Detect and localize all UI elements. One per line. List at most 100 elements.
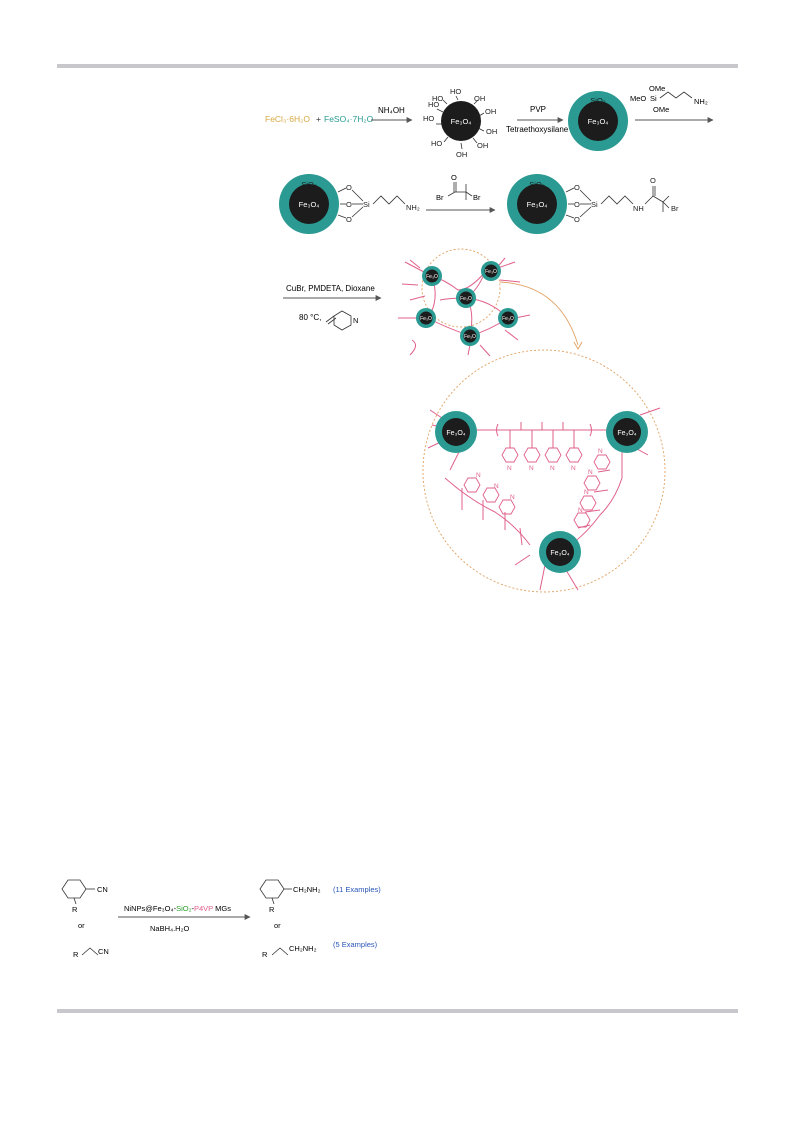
zoom-particle-labels: Fe₃O₄ Fe₃O₄ Fe₃O₄ (446, 430, 636, 557)
n-label: N (578, 507, 583, 514)
br-label: Br (473, 193, 481, 202)
top-rule (57, 64, 738, 68)
step2-arrow: PVP Tetraethoxysilane (506, 105, 569, 134)
ome-label: OMe (649, 84, 665, 93)
nh2-label: NH₂ (406, 203, 420, 212)
network-particle-labels: Fe₃O Fe₃O Fe₃O Fe₃O Fe₃O Fe₃O (420, 269, 514, 340)
initiator-functionalized-particle: SiO₂ Fe₃O₄ O O O Si NH O Br (507, 174, 679, 234)
core-label: Fe₃O (485, 269, 497, 275)
network-particles (416, 261, 518, 346)
o-label: O (346, 200, 352, 209)
zoom-circle-large (422, 349, 666, 593)
core-label: Fe₃O₄ (588, 117, 609, 126)
temperature-label: 80 °C, (299, 313, 321, 322)
core-label: Fe₃O₄ (617, 430, 636, 437)
core-label: Fe₃O₄ (550, 550, 569, 557)
ho-label: HO (428, 100, 439, 109)
fecl3-label: FeCl₃·6H₂O (265, 114, 310, 124)
bottom-rule (57, 1009, 738, 1013)
o-label: O (346, 215, 352, 224)
oh-label: OH (456, 150, 467, 159)
n-label: N (494, 483, 499, 490)
pvp-label: PVP (530, 105, 546, 114)
or-label: or (78, 921, 85, 930)
n-label: N (571, 465, 576, 472)
zoom-pyridine-rings (463, 447, 611, 528)
nh2-label: NH₂ (694, 97, 708, 106)
polymer-network-zoom: N N N N N N N N N N N Fe₃O₄ Fe₃O₄ Fe₃O₄ (422, 349, 666, 593)
o-label: O (650, 176, 656, 185)
n-label: N (588, 469, 593, 476)
core-label: Fe₃O₄ (527, 200, 548, 209)
oh-label: OH (474, 94, 485, 103)
meo-label: MeO (630, 94, 646, 103)
oh-label: OH (477, 141, 488, 150)
ho-label: HO (432, 94, 443, 103)
benzylamine-structure (259, 879, 292, 905)
plus-sign: + (316, 114, 321, 124)
core-label: Fe₃O (426, 274, 438, 280)
alkyl-examples-count: (5 Examples) (333, 940, 378, 949)
oh-label: OH (485, 107, 496, 116)
cn-label: CN (97, 885, 108, 894)
silica-coated-particle: SiO₂ Fe₃O₄ (568, 91, 628, 151)
n-label: N (550, 465, 555, 472)
n-label: N (507, 465, 512, 472)
n-label: N (529, 465, 534, 472)
br-label: Br (671, 204, 679, 213)
o-label: O (346, 183, 352, 192)
n-label: N (584, 489, 589, 496)
o-label: O (451, 173, 457, 182)
core-label: Fe₃O (464, 334, 476, 340)
core-label: Fe₃O₄ (451, 117, 472, 126)
zoom-particles (435, 411, 648, 573)
catalyst-label: NiNPs@Fe₃O₄-SiO₂-P4VP MGs (124, 904, 231, 913)
alkyl-product-label: CH₂NH₂ (289, 944, 317, 953)
r-label: R (262, 950, 268, 959)
polymer-network-overview: Fe₃O Fe₃O Fe₃O Fe₃O Fe₃O Fe₃O (398, 248, 583, 357)
amine-functionalized-particle: SiO₂ Fe₃O₄ O O O Si NH₂ (279, 174, 420, 234)
step1-reactants: FeCl₃·6H₂O + FeSO₄·7H₂O (265, 114, 374, 124)
fe3o4-core (289, 184, 329, 224)
n-label: N (598, 448, 603, 455)
reduction-reaction: CN R or R CN NiNPs@Fe₃O₄-SiO₂-P4VP MGs N… (61, 879, 381, 959)
si-label: Si (650, 94, 657, 103)
si-label: Si (591, 200, 598, 209)
o-label: O (574, 215, 580, 224)
cn-label: CN (98, 947, 109, 956)
aminosilane-reagent: OMe MeO Si OMe NH₂ (630, 84, 708, 114)
o-label: O (574, 183, 580, 192)
o-label: O (574, 200, 580, 209)
core-label: Fe₃O (460, 296, 472, 302)
zoom-circle-small (421, 248, 501, 328)
zoom-pyridine-labels: N N N N N N N N N N N (476, 448, 603, 514)
shell-label: SiO₂ (301, 180, 317, 189)
oh-label: OH (486, 127, 497, 136)
n-label: N (476, 472, 481, 479)
zoom-connector-arc (499, 281, 579, 346)
r-label: R (73, 950, 79, 959)
ome-label: OMe (653, 105, 669, 114)
si-label: Si (363, 200, 370, 209)
reductant-label: NaBH₄.H₂O (150, 924, 189, 933)
vinylpyridine-structure (325, 310, 352, 331)
core-label: Fe₃O₄ (446, 430, 465, 437)
tetraethoxysilane-label: Tetraethoxysilane (506, 125, 569, 134)
fe3o4-core (517, 184, 557, 224)
core-label: Fe₃O (502, 316, 514, 322)
step5-arrow: CuBr, PMDETA, Dioxane 80 °C, N (283, 284, 382, 331)
n-label: N (510, 494, 515, 501)
r-label: R (269, 905, 275, 914)
shell-label: SiO₂ (529, 180, 545, 189)
atrp-conditions-label: CuBr, PMDETA, Dioxane (286, 284, 375, 293)
fe3o4-core (441, 101, 481, 141)
core-label: Fe₃O (420, 316, 432, 322)
step1-arrow: NH₄OH (371, 106, 413, 123)
nh-label: NH (633, 204, 644, 213)
feso4-label: FeSO₄·7H₂O (324, 114, 374, 124)
benzonitrile-structure (61, 879, 95, 905)
ho-label: HO (431, 139, 442, 148)
fe3o4-core (578, 101, 618, 141)
nh4oh-label: NH₄OH (378, 106, 405, 115)
